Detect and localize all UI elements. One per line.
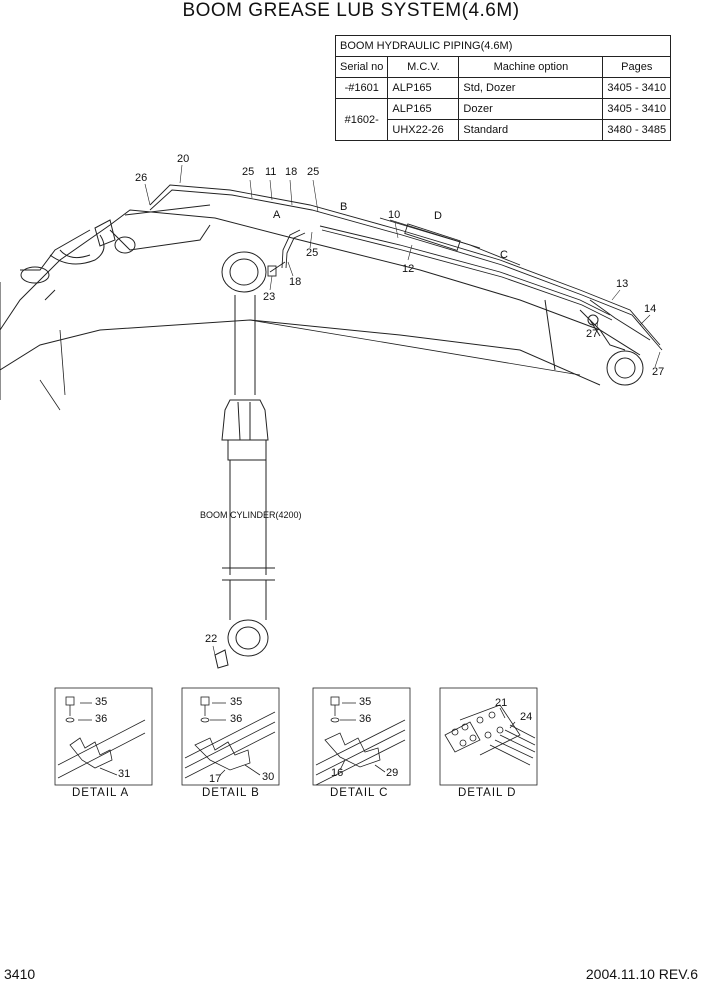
detail-a-part: 36 [95, 713, 108, 725]
boom-body [0, 204, 641, 411]
callout-22: 22 [205, 633, 218, 645]
callout-25: 25 [307, 166, 320, 178]
cylinder-label: BOOM CYLINDER(4200) [200, 510, 302, 520]
callout-11: 11 [265, 166, 277, 178]
grease-lines [149, 184, 663, 351]
table-cell: Std, Dozer [458, 77, 604, 99]
table-cell: 3405 - 3410 [602, 77, 672, 99]
detail-c-part: 35 [359, 696, 372, 708]
callout-27: 27 [652, 366, 665, 378]
table-cell: 3480 - 3485 [602, 119, 672, 141]
callout-27: 27 [586, 328, 599, 340]
callout-18: 18 [285, 166, 298, 178]
callout-10: 10 [388, 209, 401, 221]
detail-c-part: 29 [386, 767, 399, 779]
detail-b-part: 36 [230, 713, 243, 725]
detail-d-label: DETAIL D [458, 787, 517, 799]
detail-c-label: DETAIL C [330, 787, 389, 799]
callout-12: 12 [402, 263, 415, 275]
table-cell: Dozer [458, 98, 604, 120]
boom-cylinder [214, 399, 275, 669]
detail-c-box [312, 687, 411, 786]
detail-c-part: 16 [331, 767, 344, 779]
table-cell: #1602- [334, 98, 389, 141]
page-number: 3410 [4, 966, 36, 982]
detail-b-part: 30 [262, 771, 275, 783]
callout-detail-c: C [500, 249, 508, 261]
callout-18: 18 [289, 276, 302, 288]
leader-lines [144, 164, 661, 656]
spec-table: BOOM HYDRAULIC PIPING(4.6M) Serial no M.… [334, 35, 672, 141]
callout-25: 25 [242, 166, 255, 178]
detail-b-label: DETAIL B [202, 787, 260, 799]
callout-23: 23 [263, 291, 276, 303]
page-title: BOOM GREASE LUB SYSTEM(4.6M) [182, 0, 520, 21]
revision-date: 2004.11.10 REV.6 [585, 966, 698, 982]
detail-a-part: 35 [95, 696, 108, 708]
table-row: UHX22-26 Standard 3480 - 3485 [336, 119, 672, 141]
table-header: Serial no [334, 56, 389, 78]
table-cell: Standard [458, 119, 604, 141]
detail-b-part: 35 [230, 696, 243, 708]
callout-detail-d: D [434, 210, 442, 222]
detail-a-part: 31 [118, 768, 131, 780]
detail-d-part: 24 [520, 711, 533, 723]
callout-detail-a: A [273, 209, 281, 221]
callout-detail-b: B [340, 201, 348, 213]
detail-c-part: 36 [359, 713, 372, 725]
detail-b-part: 17 [209, 773, 222, 785]
detail-a-label: DETAIL A [72, 787, 130, 799]
detail-a-box [54, 687, 153, 786]
detail-d-box [439, 687, 538, 786]
table-cell: -#1601 [334, 77, 389, 99]
callout-25: 25 [306, 247, 319, 259]
callout-14: 14 [644, 303, 657, 315]
callout-20: 20 [177, 153, 190, 165]
callout-13: 13 [616, 278, 629, 290]
boom-nose [579, 309, 644, 386]
callout-26: 26 [135, 172, 148, 184]
detail-d-part: 21 [495, 697, 508, 709]
cylinder-top [221, 251, 267, 395]
detail-b-box [181, 687, 280, 786]
